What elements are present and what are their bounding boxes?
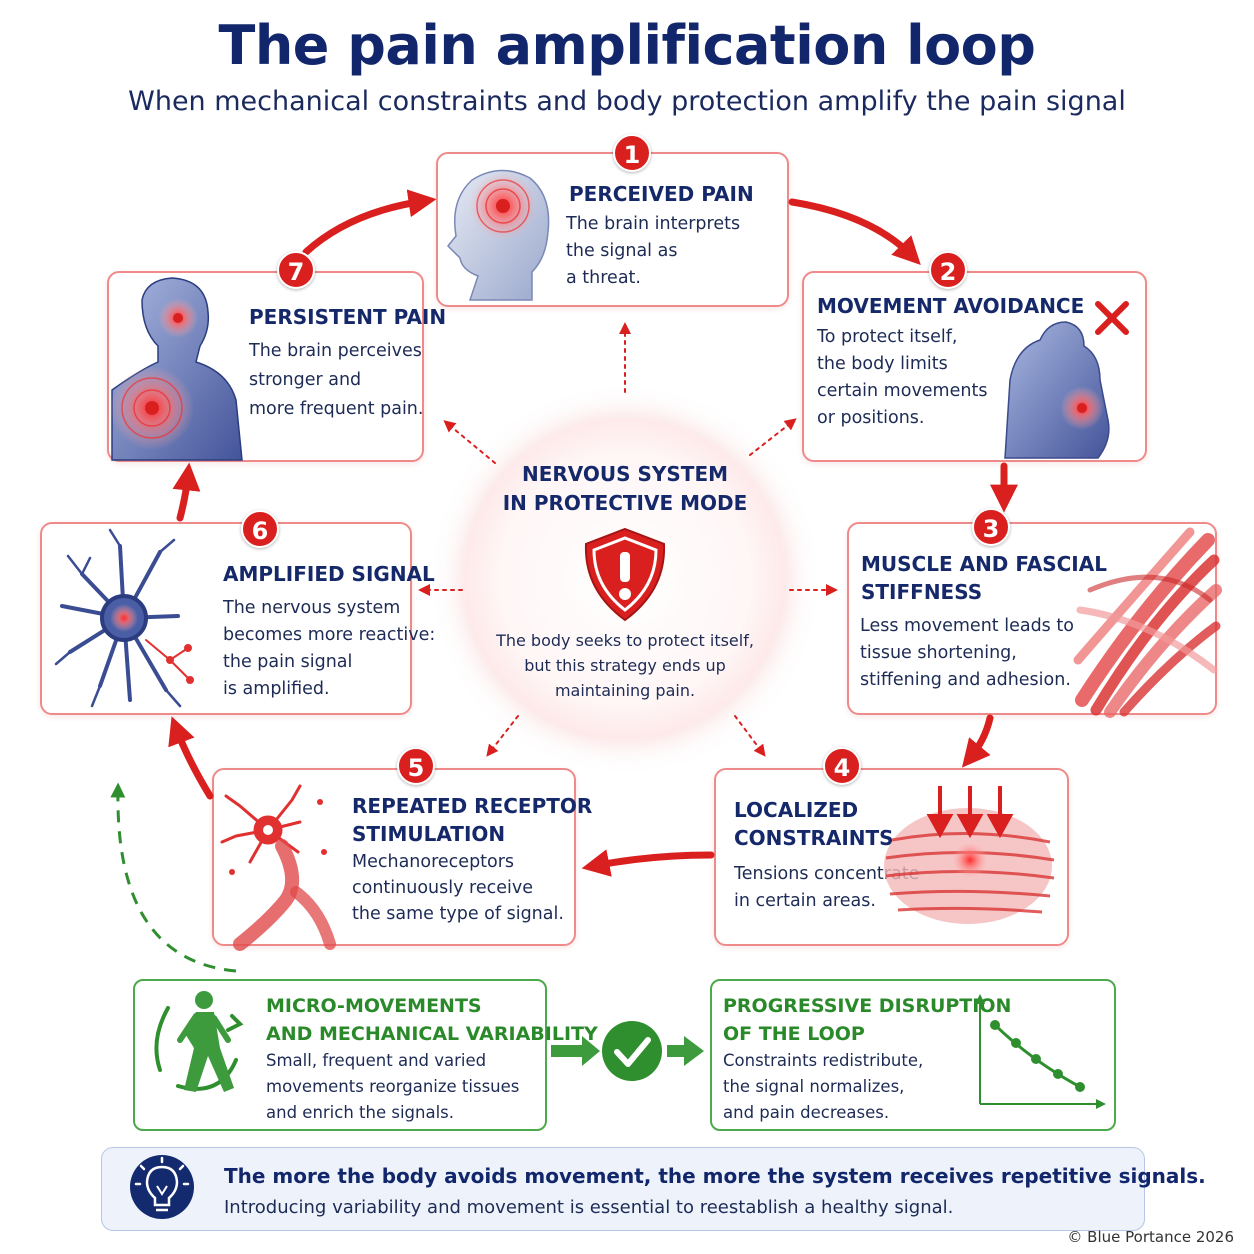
key-message-text: Introducing variability and movement is … — [224, 1197, 954, 1218]
dotted-up-right — [749, 418, 797, 456]
arrow-6-to-7 — [172, 462, 201, 522]
step-badge-1: 1 — [613, 134, 651, 172]
step-badge-4: 4 — [823, 747, 861, 785]
back-pain-icon — [1004, 321, 1110, 459]
step-title-persistent-pain: PERSISTENT PAIN — [249, 305, 447, 329]
arrow-5-to-6 — [168, 716, 214, 800]
key-message-bold: The more the body avoids movement, the m… — [224, 1164, 1206, 1188]
shield-alert-icon — [584, 527, 666, 622]
arrow-4-to-5 — [581, 849, 715, 877]
step-badge-5: 5 — [397, 747, 435, 785]
dotted-down-left — [486, 715, 519, 757]
dotted-up-left — [443, 420, 496, 464]
copyright: © Blue Portance 2026 — [1067, 1228, 1234, 1246]
step-badge-6: 6 — [241, 510, 279, 548]
check-circle-icon — [602, 1021, 662, 1081]
loop-arrows — [168, 189, 1018, 877]
arrow-3-to-4 — [961, 714, 994, 768]
key-message-box — [101, 1147, 1145, 1231]
page-subtitle: When mechanical constraints and body pro… — [128, 86, 1126, 117]
step-badge-3: 3 — [972, 508, 1010, 546]
center-text: The body seeks to protect itself,but thi… — [496, 631, 754, 700]
step-badge-2: 2 — [929, 251, 967, 289]
page-title: The pain amplification loop — [218, 14, 1036, 77]
green-return-arrow — [110, 782, 237, 973]
muscle-fibers-icon — [1073, 527, 1222, 718]
neuron-icon — [54, 528, 194, 708]
receptor-neuron-icon — [220, 784, 336, 951]
head-pain-icon — [446, 169, 550, 301]
green-connector — [551, 1036, 704, 1066]
lightbulb-icon — [130, 1155, 194, 1219]
solution-text-disruption: Constraints redistribute,the signal norm… — [723, 1051, 924, 1122]
center-dotted-arrows — [418, 322, 838, 757]
step-title-movement-avoidance: MOVEMENT AVOIDANCE — [817, 294, 1085, 318]
arrow-7-to-1 — [302, 189, 437, 256]
dotted-down-right — [734, 715, 766, 757]
step-title-amplified-signal: AMPLIFIED SIGNAL — [223, 562, 435, 586]
arrow-1-to-2 — [788, 198, 921, 266]
cross-icon — [1095, 301, 1129, 335]
walking-person-icon — [154, 991, 244, 1092]
step-title-perceived-pain: PERCEIVED PAIN — [569, 182, 754, 206]
tissue-compression-icon — [884, 786, 1055, 924]
decreasing-curve-icon — [975, 994, 1106, 1109]
persistent-pain-bust-icon — [110, 277, 243, 461]
solution-card-disruption — [710, 979, 1116, 1131]
step-badge-7: 7 — [277, 251, 315, 289]
